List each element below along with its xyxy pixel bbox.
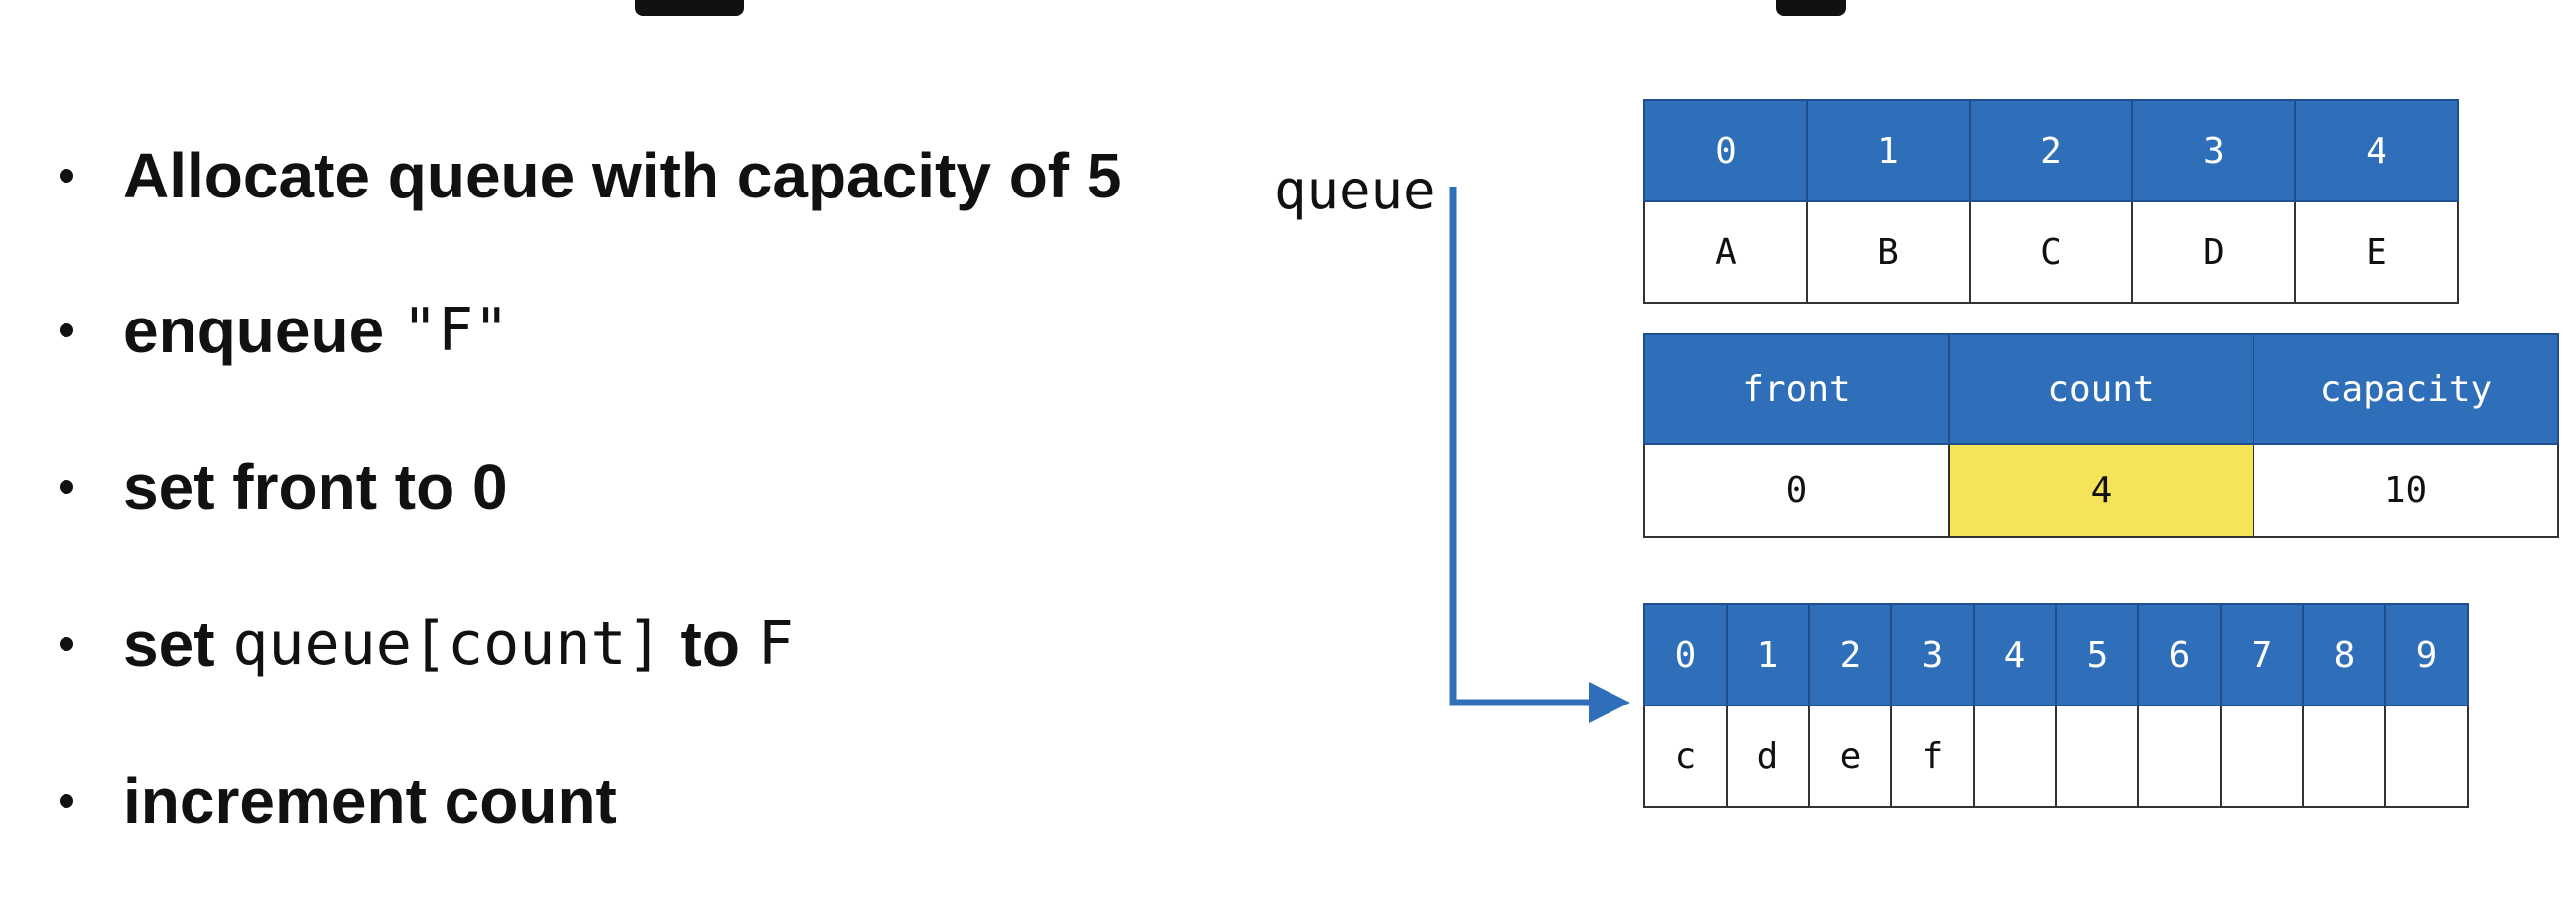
title-fragment-right (1776, 0, 1846, 16)
bullet-item: increment count (60, 764, 617, 837)
index-cell: 3 (2131, 99, 2296, 202)
title-fragment-left (635, 0, 744, 16)
field-value-row: 0 4 10 (1643, 443, 2559, 538)
index-cell: 2 (1969, 99, 2133, 202)
value-cell (2137, 705, 2222, 808)
bullet-text: increment count (123, 765, 617, 836)
bullet-dot (60, 480, 73, 494)
index-cell: 1 (1726, 603, 1810, 706)
bullet-text: set (123, 608, 233, 680)
value-row: c d e f (1643, 705, 2469, 808)
index-cell: 7 (2220, 603, 2304, 706)
index-cell: 1 (1806, 99, 1971, 202)
field-header-front: front (1643, 333, 1950, 445)
value-row: A B C D E (1643, 200, 2459, 304)
bullet-dot (60, 794, 73, 808)
queue-fields-table: front count capacity 0 4 10 (1643, 333, 2559, 538)
index-cell: 0 (1643, 603, 1728, 706)
queue-variable-label: queue (1274, 159, 1436, 221)
value-cell: B (1806, 200, 1971, 304)
value-cell: D (2131, 200, 2296, 304)
bullet-text: enqueue (123, 295, 402, 366)
value-cell: E (2294, 200, 2459, 304)
bullet-code: F (757, 609, 794, 679)
bullet-item: enqueue "F" (60, 294, 509, 367)
bullet-code: queue[count] (232, 609, 663, 679)
index-row: 0 1 2 3 4 (1643, 99, 2459, 202)
field-header-count: count (1948, 333, 2254, 445)
index-cell: 8 (2302, 603, 2386, 706)
capacity-value: 10 (2253, 443, 2559, 538)
bullet-item: Allocate queue with capacity of 5 (60, 139, 1121, 212)
value-cell (2220, 705, 2304, 808)
bullet-text: to (662, 608, 758, 680)
index-cell: 2 (1808, 603, 1892, 706)
bullet-dot (60, 169, 73, 183)
arrow-line (1449, 187, 1630, 723)
field-name-row: front count capacity (1643, 333, 2559, 445)
index-cell: 4 (2294, 99, 2459, 202)
value-cell: d (1726, 705, 1810, 808)
bullet-dot (60, 323, 73, 337)
value-cell: c (1643, 705, 1728, 808)
value-cell (2384, 705, 2469, 808)
value-cell: e (1808, 705, 1892, 808)
bullet-list: Allocate queue with capacity of 5 enqueu… (0, 0, 1191, 897)
index-cell: 0 (1643, 99, 1808, 202)
bullet-text: Allocate queue with capacity of 5 (123, 140, 1122, 211)
index-row: 0 1 2 3 4 5 6 7 8 9 (1643, 603, 2469, 706)
index-cell: 4 (1973, 603, 2057, 706)
value-cell (2055, 705, 2139, 808)
bullet-item: set front to 0 (60, 450, 508, 524)
value-cell: C (1969, 200, 2133, 304)
count-value: 4 (1948, 443, 2254, 538)
new-array-table: 0 1 2 3 4 5 6 7 8 9 c d e f (1643, 603, 2469, 808)
index-cell: 6 (2137, 603, 2222, 706)
value-cell: f (1890, 705, 1975, 808)
bullet-text: set front to 0 (123, 451, 508, 523)
value-cell (1973, 705, 2057, 808)
bullet-code: "F" (401, 296, 510, 365)
field-header-capacity: capacity (2253, 333, 2559, 445)
bullet-dot (60, 637, 73, 651)
front-value: 0 (1643, 443, 1950, 538)
index-cell: 9 (2384, 603, 2469, 706)
bullet-item: set queue[count] to F (60, 607, 794, 681)
old-array-table: 0 1 2 3 4 A B C D E (1643, 99, 2459, 304)
index-cell: 5 (2055, 603, 2139, 706)
index-cell: 3 (1890, 603, 1975, 706)
value-cell (2302, 705, 2386, 808)
value-cell: A (1643, 200, 1808, 304)
